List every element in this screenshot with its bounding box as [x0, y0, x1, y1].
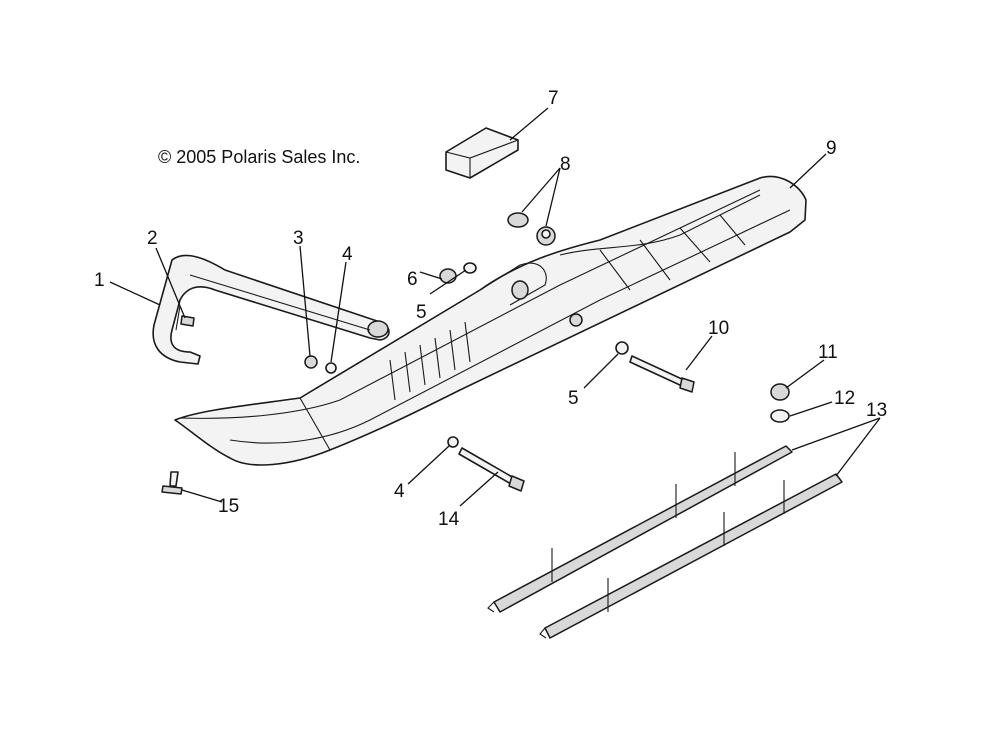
callout-3: 3 — [293, 228, 304, 249]
part-7-cap — [445, 127, 519, 179]
part-14-bolt — [458, 447, 525, 492]
part-10-bolt — [629, 355, 695, 393]
small-hardware — [304, 262, 629, 448]
callout-10: 10 — [708, 318, 729, 339]
callout-9: 9 — [826, 138, 837, 159]
part-8-bushings — [507, 212, 556, 246]
callout-14: 14 — [438, 509, 460, 530]
leader-lines — [109, 107, 881, 507]
callout-15: 15 — [218, 496, 239, 517]
part-11-12-nut-washer — [770, 383, 790, 423]
callout-8: 8 — [560, 154, 571, 175]
callout-4-top: 4 — [342, 244, 353, 265]
callout-4-bottom: 4 — [394, 481, 405, 502]
callout-5-bottom: 5 — [568, 388, 579, 409]
callout-11: 11 — [818, 342, 838, 363]
part-15-bolt — [161, 471, 183, 495]
part-6-nut — [439, 268, 457, 284]
callout-7: 7 — [548, 88, 559, 109]
callout-12: 12 — [834, 388, 855, 409]
callout-1: 1 — [94, 270, 105, 291]
callout-5-top: 5 — [416, 302, 427, 323]
part-9-ski — [174, 175, 807, 466]
callout-6: 6 — [407, 269, 418, 290]
copyright-text: © 2005 Polaris Sales Inc. — [158, 147, 360, 167]
callout-2: 2 — [147, 228, 158, 249]
part-1-ski-loop — [152, 254, 390, 365]
part-13-carbides — [487, 445, 843, 639]
part-2-clip — [180, 315, 195, 327]
callouts: 1 2 3 4 6 5 7 8 9 10 5 11 12 13 4 14 15 — [94, 88, 887, 530]
callout-13: 13 — [866, 400, 887, 421]
